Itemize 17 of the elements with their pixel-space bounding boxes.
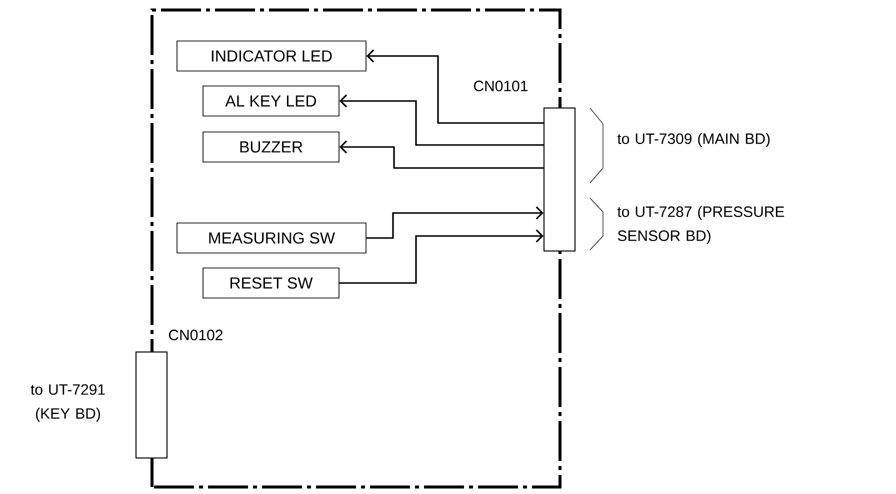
component-box: BUZZER (202, 132, 340, 162)
connector-box: CN0101 (474, 80, 576, 252)
component-box: INDICATOR LED (176, 40, 366, 72)
node-label: CN0102 (168, 330, 222, 340)
component-box: AL KEY LED (202, 86, 340, 116)
connector-box: CN0102 (136, 330, 222, 458)
wire-arrow (339, 229, 544, 284)
board-label: to UT-7291 (KEY BD) (30, 384, 105, 422)
board-label: to UT-7309 (MAIN BD) (617, 133, 770, 147)
component-box: MEASURING SW (176, 222, 366, 254)
wire-arrow (366, 206, 544, 239)
board-label: to UT-7287 (PRESSURE SENSOR BD) (617, 206, 784, 244)
wire-arrow (366, 49, 544, 124)
node-label: CN0101 (474, 80, 528, 92)
component-box: RESET SW (202, 268, 340, 298)
wire-arrow (339, 94, 544, 146)
wire-arrow (339, 140, 544, 169)
